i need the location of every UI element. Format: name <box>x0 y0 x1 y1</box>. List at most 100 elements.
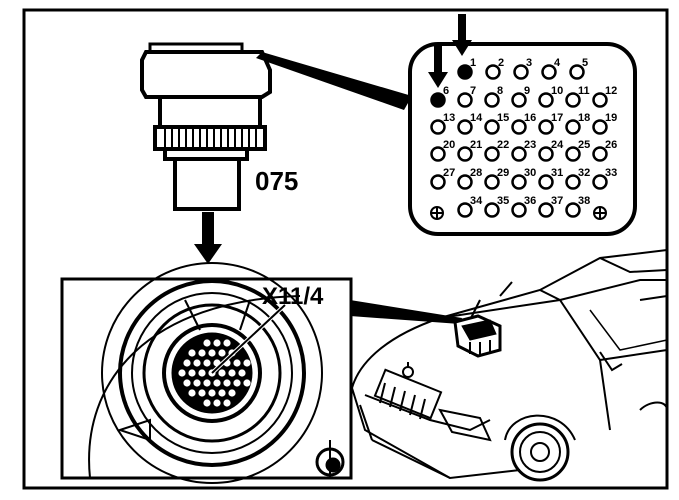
pin-15 <box>484 119 500 135</box>
closeup-pin <box>228 369 236 377</box>
pin-18 <box>565 119 581 135</box>
pin-number-3: 3 <box>526 57 532 69</box>
closeup-pin <box>203 339 211 347</box>
closeup-pin <box>223 379 231 387</box>
pin-number-24: 24 <box>551 139 564 151</box>
pin-arrow-6 <box>428 44 448 88</box>
down-arrow <box>194 212 222 264</box>
car-illustration <box>351 249 668 482</box>
pin-24 <box>538 146 554 162</box>
closeup-pin <box>198 349 206 357</box>
pin-30 <box>511 174 527 190</box>
engine-bay-connector <box>453 314 502 358</box>
pin-27 <box>430 174 446 190</box>
closeup-pin <box>218 369 226 377</box>
pin-number-7: 7 <box>470 85 476 97</box>
closeup-pin <box>233 379 241 387</box>
pin-number-14: 14 <box>470 112 483 124</box>
pin-number-33: 33 <box>605 167 617 179</box>
pin-2 <box>485 64 501 80</box>
pin-23 <box>511 146 527 162</box>
closeup-pin <box>193 359 201 367</box>
pinout-mounting-screws <box>430 206 607 220</box>
closeup-pin <box>218 349 226 357</box>
pin-10 <box>538 92 554 108</box>
adapter-number-label: 075 <box>255 166 298 196</box>
pin-number-30: 30 <box>524 167 536 179</box>
pin-number-9: 9 <box>524 85 530 97</box>
closeup-pin <box>213 399 221 407</box>
pin-number-28: 28 <box>470 167 482 179</box>
pin-number-16: 16 <box>524 112 536 124</box>
closeup-pin <box>213 379 221 387</box>
pin-number-27: 27 <box>443 167 455 179</box>
pin-20 <box>430 146 446 162</box>
pin-8 <box>484 92 500 108</box>
pin-7 <box>457 92 473 108</box>
pin-number-11: 11 <box>578 85 590 97</box>
pin-4 <box>541 64 557 80</box>
pin-26 <box>592 146 608 162</box>
pin-12 <box>592 92 608 108</box>
pin-number-17: 17 <box>551 112 563 124</box>
pin-number-29: 29 <box>497 167 509 179</box>
pin-9 <box>511 92 527 108</box>
pin-11 <box>565 92 581 108</box>
pin-number-2: 2 <box>498 57 504 69</box>
inset-to-car-pointer <box>350 300 462 324</box>
pin-21 <box>457 146 473 162</box>
pin-37 <box>538 202 554 218</box>
pin-number-5: 5 <box>582 57 588 69</box>
closeup-pin <box>223 339 231 347</box>
pin-number-34: 34 <box>470 195 483 207</box>
pin-number-1: 1 <box>470 57 476 69</box>
pin-number-35: 35 <box>497 195 509 207</box>
closeup-pin <box>243 379 251 387</box>
pin-arrow-1 <box>452 14 472 56</box>
closeup-pin <box>223 399 231 407</box>
pin-number-22: 22 <box>497 139 509 151</box>
pin-number-13: 13 <box>443 112 455 124</box>
closeup-pin <box>183 359 191 367</box>
closeup-pin <box>238 369 246 377</box>
closeup-pin <box>203 359 211 367</box>
closeup-pin <box>203 379 211 387</box>
pin-25 <box>565 146 581 162</box>
closeup-pin <box>198 389 206 397</box>
closeup-pin <box>208 349 216 357</box>
closeup-pin <box>178 369 186 377</box>
closeup-pin <box>228 389 236 397</box>
pin-17 <box>538 119 554 135</box>
pin-number-38: 38 <box>578 195 590 207</box>
closeup-pin <box>213 339 221 347</box>
pin-number-19: 19 <box>605 112 617 124</box>
closeup-pin <box>218 389 226 397</box>
closeup-pin <box>188 389 196 397</box>
pin-31 <box>538 174 554 190</box>
closeup-pin <box>243 359 251 367</box>
pin-number-18: 18 <box>578 112 590 124</box>
pin-14 <box>457 119 473 135</box>
closeup-pin <box>233 359 241 367</box>
closeup-pin <box>203 399 211 407</box>
pin-19 <box>592 119 608 135</box>
pin-number-10: 10 <box>551 85 563 97</box>
pin-number-26: 26 <box>605 139 617 151</box>
pin-6 <box>430 92 446 108</box>
pin-number-15: 15 <box>497 112 509 124</box>
closeup-pin <box>188 369 196 377</box>
pin-number-36: 36 <box>524 195 536 207</box>
pin-number-37: 37 <box>551 195 563 207</box>
pin-32 <box>565 174 581 190</box>
closeup-pin <box>183 379 191 387</box>
pin-number-23: 23 <box>524 139 536 151</box>
pin-number-4: 4 <box>554 57 561 69</box>
pin-number-20: 20 <box>443 139 455 151</box>
pin-16 <box>511 119 527 135</box>
pin-36 <box>511 202 527 218</box>
test-adapter-plug <box>140 42 272 211</box>
pin-number-31: 31 <box>551 167 563 179</box>
plug-knurl-ring <box>164 129 257 147</box>
